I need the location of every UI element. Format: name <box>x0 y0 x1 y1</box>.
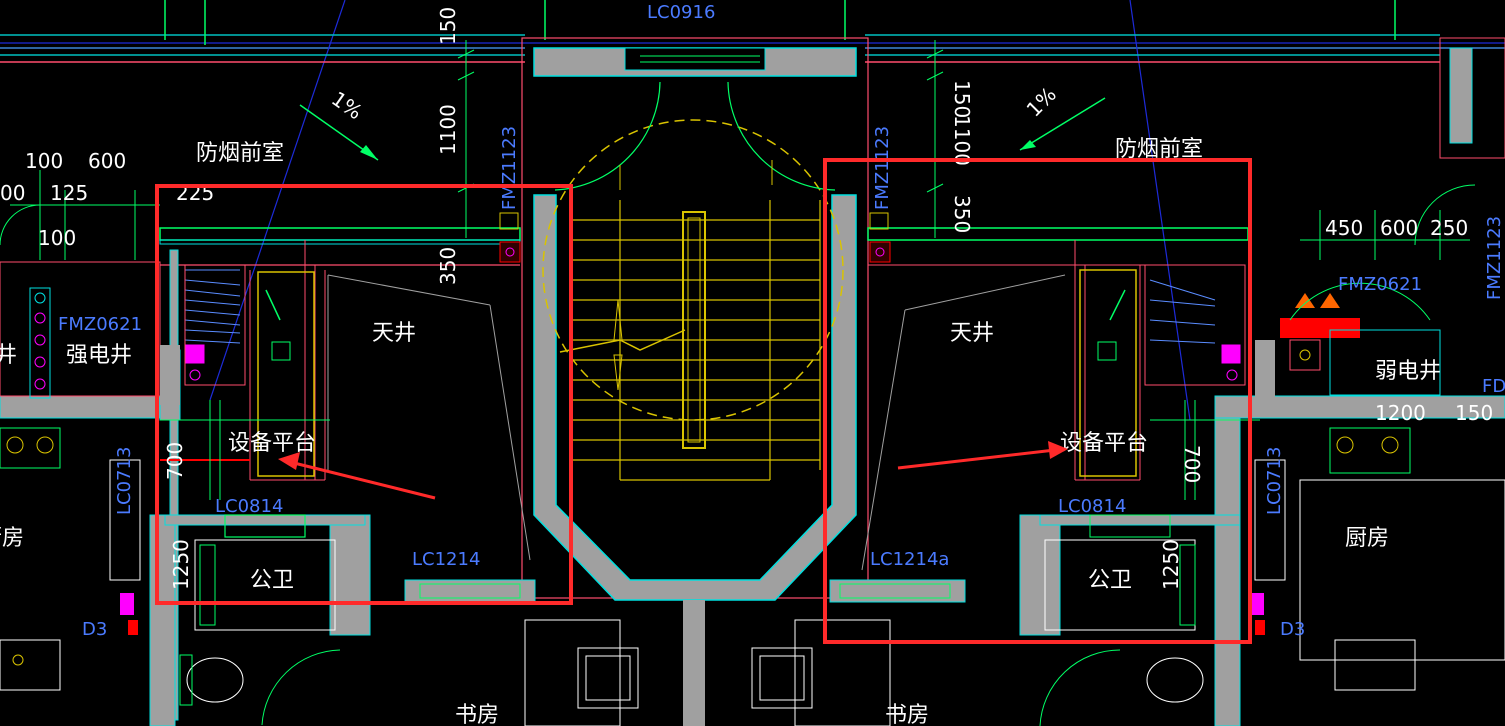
top-wall-lines <box>0 0 1440 63</box>
dim-1250-left: 1250 <box>169 539 193 590</box>
door-window-codes: LC0916 FMZ0621 FMZ0621 FMZ1123 FMZ1123 F… <box>58 2 1505 640</box>
dim-1100-left: 1100 <box>436 104 460 155</box>
dim-00: 00 <box>0 181 25 205</box>
highlight-annotations <box>155 158 1252 644</box>
dim-150-right: 150 <box>950 80 974 118</box>
code-fmz0621-left: FMZ0621 <box>58 314 142 335</box>
label-shaft-cut: 井 <box>0 343 17 368</box>
code-lc0814-left: LC0814 <box>215 496 283 517</box>
code-lc0713-left: LC0713 <box>114 447 135 515</box>
dim-1250-right: 1250 <box>1159 539 1183 590</box>
highlight-box-left <box>155 184 573 605</box>
label-study-left: 书房 <box>455 703 499 726</box>
label-light-well-left: 天井 <box>372 321 416 346</box>
code-lc1214-right: LC1214a <box>870 549 949 570</box>
dim-600: 600 <box>88 149 126 173</box>
code-fd: FD <box>1482 376 1505 397</box>
code-fmz1123-left: FMZ1123 <box>499 126 520 210</box>
dim-150r2: 150 <box>1455 401 1493 425</box>
code-fmz1123-right: FMZ1123 <box>872 126 893 210</box>
dimension-text: 150 1100 350 150 1100 350 100 600 00 125… <box>0 7 1493 590</box>
highlight-box-right <box>823 158 1252 644</box>
label-weak-electric-shaft: 弱电井 <box>1375 359 1441 384</box>
arrow-left-shaft <box>289 460 436 500</box>
left-unit <box>0 40 705 726</box>
dim-125: 125 <box>50 181 88 205</box>
dim-600r: 600 <box>1380 216 1418 240</box>
label-public-toilet-left: 公卫 <box>250 568 294 593</box>
dim-700-right: 700 <box>1180 445 1204 483</box>
label-kitchen-left: 厨房 <box>0 526 24 551</box>
slope-left: 1% <box>327 86 367 124</box>
label-kitchen-right: 厨房 <box>1345 526 1389 551</box>
arrow-right-head <box>1048 441 1068 459</box>
dim-1100-right: 1100 <box>950 115 974 166</box>
code-lc0713-right: LC0713 <box>1264 447 1285 515</box>
right-unit <box>751 37 1505 726</box>
arrow-left-head <box>278 452 300 470</box>
label-light-well-right: 天井 <box>950 321 994 346</box>
label-study-right: 书房 <box>885 703 929 726</box>
label-public-toilet-right: 公卫 <box>1088 568 1132 593</box>
label-strong-electric-shaft: 强电井 <box>66 343 132 368</box>
stair-core <box>521 37 869 601</box>
label-smoke-front-right: 防烟前室 <box>1115 137 1203 162</box>
dim-100b: 100 <box>38 226 76 250</box>
label-smoke-front-left: 防烟前室 <box>196 141 284 166</box>
code-lc0916: LC0916 <box>647 2 715 23</box>
dim-350-left: 350 <box>436 247 460 285</box>
dim-1200: 1200 <box>1375 401 1426 425</box>
dim-450: 450 <box>1325 216 1363 240</box>
label-equipment-platform-left: 设备平台 <box>228 431 316 456</box>
dim-700-left: 700 <box>163 442 187 480</box>
room-labels: 防烟前室 防烟前室 天井 天井 设备平台 设备平台 强电井 弱电井 厨房 厨房 … <box>0 137 1441 726</box>
code-lc1214-left: LC1214 <box>412 549 480 570</box>
code-d3-right: D3 <box>1280 619 1305 640</box>
label-equipment-platform-right: 设备平台 <box>1060 431 1148 456</box>
code-fmz1123-far-right: FMZ1123 <box>1484 216 1505 300</box>
axis-lines <box>0 0 1505 421</box>
arrow-right-shaft <box>897 448 1056 470</box>
dim-350-right: 350 <box>950 195 974 233</box>
dim-150-left: 150 <box>436 7 460 45</box>
code-fmz0621-right: FMZ0621 <box>1338 274 1422 295</box>
dim-250: 250 <box>1430 216 1468 240</box>
dim-100: 100 <box>25 149 63 173</box>
code-d3-left: D3 <box>82 619 107 640</box>
code-lc0814-right: LC0814 <box>1058 496 1126 517</box>
slope-right: 1% <box>1022 82 1061 121</box>
